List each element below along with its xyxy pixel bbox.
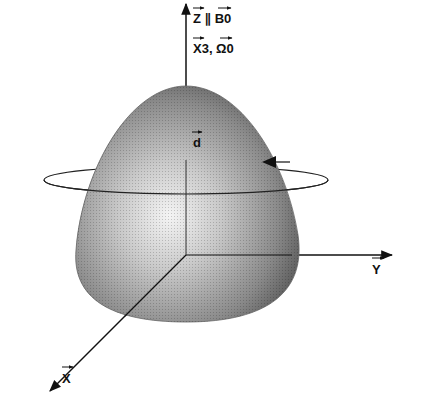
rotation-arrow: [262, 156, 276, 168]
axis-label: X3, Ω0: [193, 41, 234, 56]
y-axis: [186, 254, 392, 256]
vector-mark: [62, 367, 73, 368]
prolate-body: [76, 86, 299, 322]
vector-mark: [372, 258, 384, 259]
vector-label: d: [193, 135, 201, 150]
axis-label: Z ∥ B0: [193, 11, 231, 26]
x-axis-front: [125, 255, 186, 316]
vector-mark: [192, 132, 202, 133]
z-axis-inside: [186, 160, 187, 255]
rotation-orbit-front: [44, 180, 328, 194]
axis-label: Y: [372, 262, 381, 277]
axis-label: X: [62, 371, 71, 386]
stipple-texture: [76, 86, 299, 322]
rotation-arrow-tail: [276, 161, 290, 162]
y-axis-front: [186, 254, 292, 255]
vector-mark: [193, 38, 204, 39]
vector-mark: [220, 38, 232, 39]
vector-mark: [193, 8, 204, 9]
vector-mark: [218, 8, 231, 9]
